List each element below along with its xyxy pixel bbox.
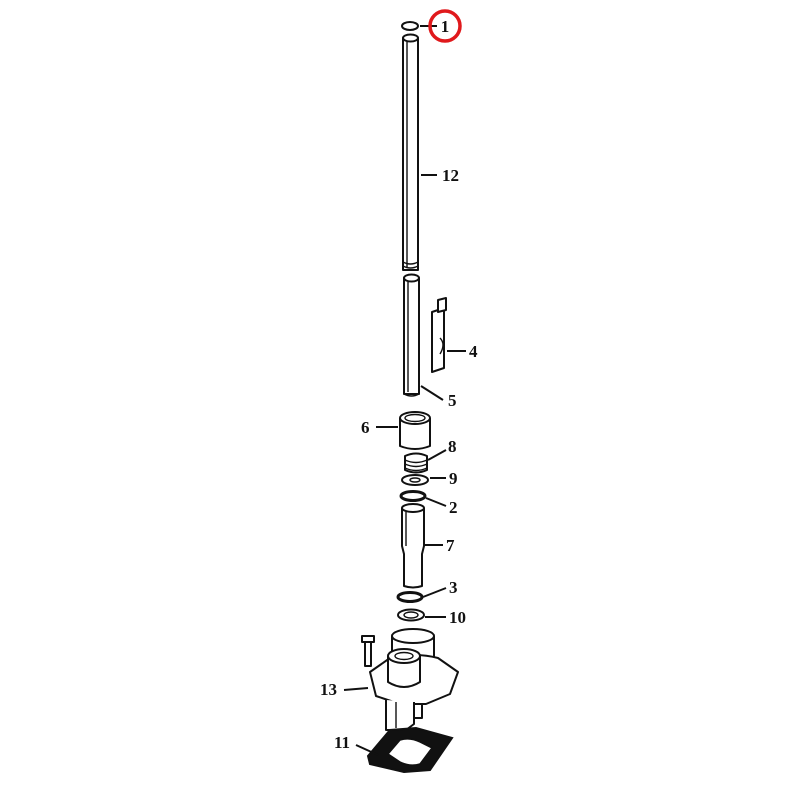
leader-3 xyxy=(422,587,447,598)
callout-label-5: 5 xyxy=(448,391,457,410)
part-11-gasket xyxy=(366,726,454,774)
callout-label-10: 10 xyxy=(449,608,466,627)
callout-label-6: 6 xyxy=(361,418,370,437)
part-9-washer xyxy=(401,474,429,486)
part-3-o-ring xyxy=(396,591,424,603)
callout-label-8: 8 xyxy=(448,437,457,456)
callout-label-3: 3 xyxy=(449,578,458,597)
leader-lines xyxy=(343,25,466,756)
callout-label-4: 4 xyxy=(469,342,478,361)
part-2-o-ring xyxy=(399,490,427,502)
part-4-sleeve xyxy=(431,297,447,373)
part-12-long-tube xyxy=(402,33,419,271)
callout-label-7: 7 xyxy=(446,536,455,555)
leader-11 xyxy=(355,744,379,756)
part-7-pipe xyxy=(401,503,425,589)
callout-label-13: 13 xyxy=(320,680,337,699)
part-1-o-ring xyxy=(401,21,419,31)
part-10-washer xyxy=(397,608,425,622)
callout-1-highlight-ring xyxy=(428,9,462,43)
leader-5 xyxy=(420,385,444,401)
callout-label-2: 2 xyxy=(449,498,458,517)
part-6-cup xyxy=(399,411,431,450)
leader-13 xyxy=(343,687,369,691)
callout-label-1: 1 xyxy=(441,17,450,36)
callout-label-12: 12 xyxy=(442,166,459,185)
part-5-lower-tube xyxy=(403,273,420,397)
leader-8 xyxy=(427,449,447,461)
callout-labels: 1 12 4 5 6 8 9 2 7 3 10 13 11 xyxy=(320,17,478,752)
callout-label-9: 9 xyxy=(449,469,458,488)
leader-2 xyxy=(425,497,447,507)
callout-label-11: 11 xyxy=(334,733,350,752)
part-13-housing xyxy=(361,628,459,731)
part-8-spring xyxy=(404,452,428,474)
